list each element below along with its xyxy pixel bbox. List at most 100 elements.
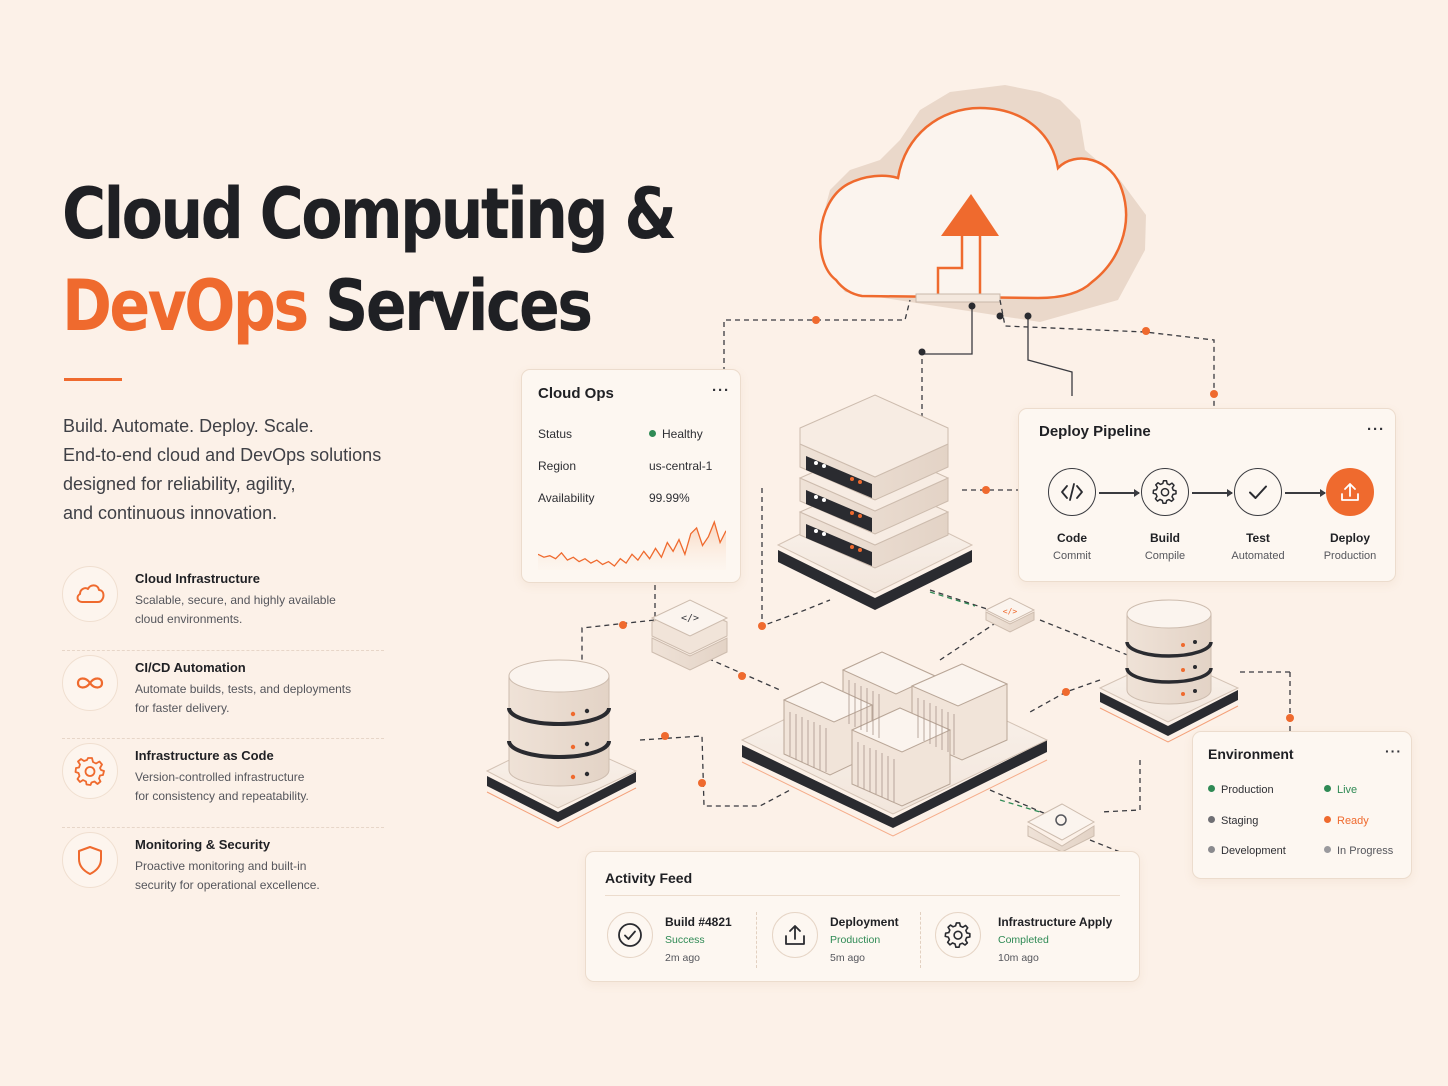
title-rest: Services: [325, 265, 593, 347]
feature-name: Infrastructure as Code: [135, 748, 274, 763]
pipeline-arrow: [1099, 489, 1140, 496]
database-left: [485, 659, 638, 829]
env-status: In Progress: [1337, 845, 1394, 857]
activity-title: Deployment: [830, 915, 899, 929]
env-status-development: In Progress: [1324, 845, 1393, 857]
availability-label: Availability: [538, 491, 595, 505]
stage-sub: Commit: [1053, 550, 1091, 562]
env-row-production: Production: [1208, 784, 1274, 796]
availability-value: 99.99%: [649, 491, 690, 505]
feature-desc-line: Version-controlled infrastructure: [135, 770, 305, 784]
connection-nodes: [619, 302, 1294, 787]
config-module-block: [1026, 803, 1096, 853]
env-name: Development: [1221, 845, 1286, 857]
stage-sub: Automated: [1231, 550, 1285, 562]
gear-icon: [1152, 480, 1177, 505]
env-status-staging: Ready: [1324, 815, 1369, 827]
feature-name: Cloud Infrastructure: [135, 571, 260, 586]
feature-description: Version-controlled infrastructure for co…: [135, 768, 309, 806]
stage-name: Build: [1150, 531, 1180, 545]
stage-test[interactable]: [1234, 468, 1282, 516]
more-options-button[interactable]: ···: [712, 382, 730, 399]
sparkline-area: [538, 522, 726, 570]
feature-desc-line: Scalable, secure, and highly available: [135, 593, 336, 607]
title-accent: DevOps: [62, 265, 309, 347]
env-dot-icon: [1208, 846, 1215, 853]
check-circle-icon: [618, 923, 642, 947]
activity-title: Infrastructure Apply: [998, 915, 1113, 929]
upload-icon: [785, 925, 805, 945]
activity-feed-card: Activity Feed Build #4821 Success 2m ago…: [585, 851, 1140, 982]
upload-icon: [1341, 483, 1359, 501]
activity-status: Production: [830, 934, 881, 946]
feature-cloud-infrastructure: Cloud Infrastructure Scalable, secure, a…: [62, 562, 384, 651]
activity-item-deployment[interactable]: [772, 912, 818, 958]
cloud-ops-card: Cloud Ops ··· Status Healthy Region us-c…: [521, 369, 741, 583]
status-value: Healthy: [649, 427, 703, 441]
server-stack: [776, 394, 974, 610]
intro-text: Build. Automate. Deploy. Scale. End-to-e…: [63, 412, 381, 528]
title-line-2: DevOps Services: [62, 260, 681, 352]
feature-name: CI/CD Automation: [135, 659, 246, 675]
region-value: us-central-1: [649, 459, 713, 473]
intro-line: and continuous innovation.: [63, 503, 278, 523]
pipeline-arrow: [1285, 489, 1326, 496]
more-options-button[interactable]: ···: [1367, 421, 1385, 438]
status-dot-icon: [1324, 785, 1331, 792]
infinity-icon: [62, 654, 118, 711]
feature-description: Automate builds, tests, and deployments …: [135, 680, 351, 718]
intro-line: Build. Automate. Deploy. Scale.: [63, 416, 314, 436]
svg-text:</>: </>: [681, 613, 699, 624]
activity-status: Success: [665, 934, 705, 946]
activity-separator: [756, 912, 757, 968]
feature-desc-line: cloud environments.: [135, 612, 243, 626]
env-status: Live: [1337, 784, 1358, 796]
sparkline-line: [538, 519, 726, 567]
stage-deploy[interactable]: [1326, 468, 1374, 516]
stage-code[interactable]: [1048, 468, 1096, 516]
env-dot-icon: [1208, 816, 1215, 823]
stage-name: Test: [1246, 531, 1270, 545]
intro-line: End-to-end cloud and DevOps solutions: [63, 445, 382, 465]
feature-desc-line: Automate builds, tests, and deployments: [135, 681, 352, 696]
more-options-button[interactable]: ···: [1385, 743, 1402, 759]
feature-desc-line: Proactive monitoring and built-in: [135, 858, 307, 873]
activity-item-build[interactable]: [607, 912, 653, 958]
deploy-pipeline-card: Deploy Pipeline ··· Code Commit Build Co…: [1018, 408, 1396, 582]
stage-build[interactable]: [1141, 468, 1189, 516]
stage-name: Deploy: [1329, 531, 1370, 545]
status-dot-icon: [1324, 816, 1331, 823]
activity-time: 5m ago: [830, 952, 866, 964]
feature-desc-line: security for operational excellence.: [135, 877, 320, 892]
feature-description: Proactive monitoring and built-in securi…: [135, 857, 320, 895]
code-module-block: </>: [650, 599, 729, 671]
gear-icon: [944, 922, 971, 948]
feature-infrastructure-as-code: Infrastructure as Code Version-controlle…: [62, 739, 384, 828]
feature-description: Scalable, secure, and highly available c…: [135, 591, 336, 629]
env-status: Ready: [1337, 815, 1369, 827]
intro-line: designed for reliability, agility,: [63, 474, 296, 494]
env-status-production: Live: [1324, 784, 1357, 796]
shield-icon: [62, 831, 118, 888]
activity-separator: [920, 912, 921, 968]
api-module-block: </>: [984, 597, 1036, 633]
activity-status: Completed: [998, 934, 1049, 946]
feature-desc-line: for faster delivery.: [135, 700, 230, 715]
stage-name: Code: [1057, 531, 1087, 545]
activity-title: Build #4821: [665, 915, 732, 929]
environment-card: Environment ··· Production Live Staging …: [1192, 731, 1412, 879]
gear-icon: [62, 743, 118, 799]
activity-item-infrastructure[interactable]: [935, 912, 981, 958]
code-icon: [1061, 483, 1083, 501]
region-label: Region: [538, 459, 577, 473]
env-name: Production: [1221, 784, 1274, 796]
title-underline: [64, 378, 122, 381]
availability-sparkline: [538, 519, 726, 570]
cloud-illustration: [819, 85, 1146, 322]
cloud-icon: [62, 566, 118, 622]
env-row-staging: Staging: [1208, 815, 1258, 827]
status-text: Healthy: [662, 427, 703, 441]
activity-time: 2m ago: [665, 952, 701, 964]
